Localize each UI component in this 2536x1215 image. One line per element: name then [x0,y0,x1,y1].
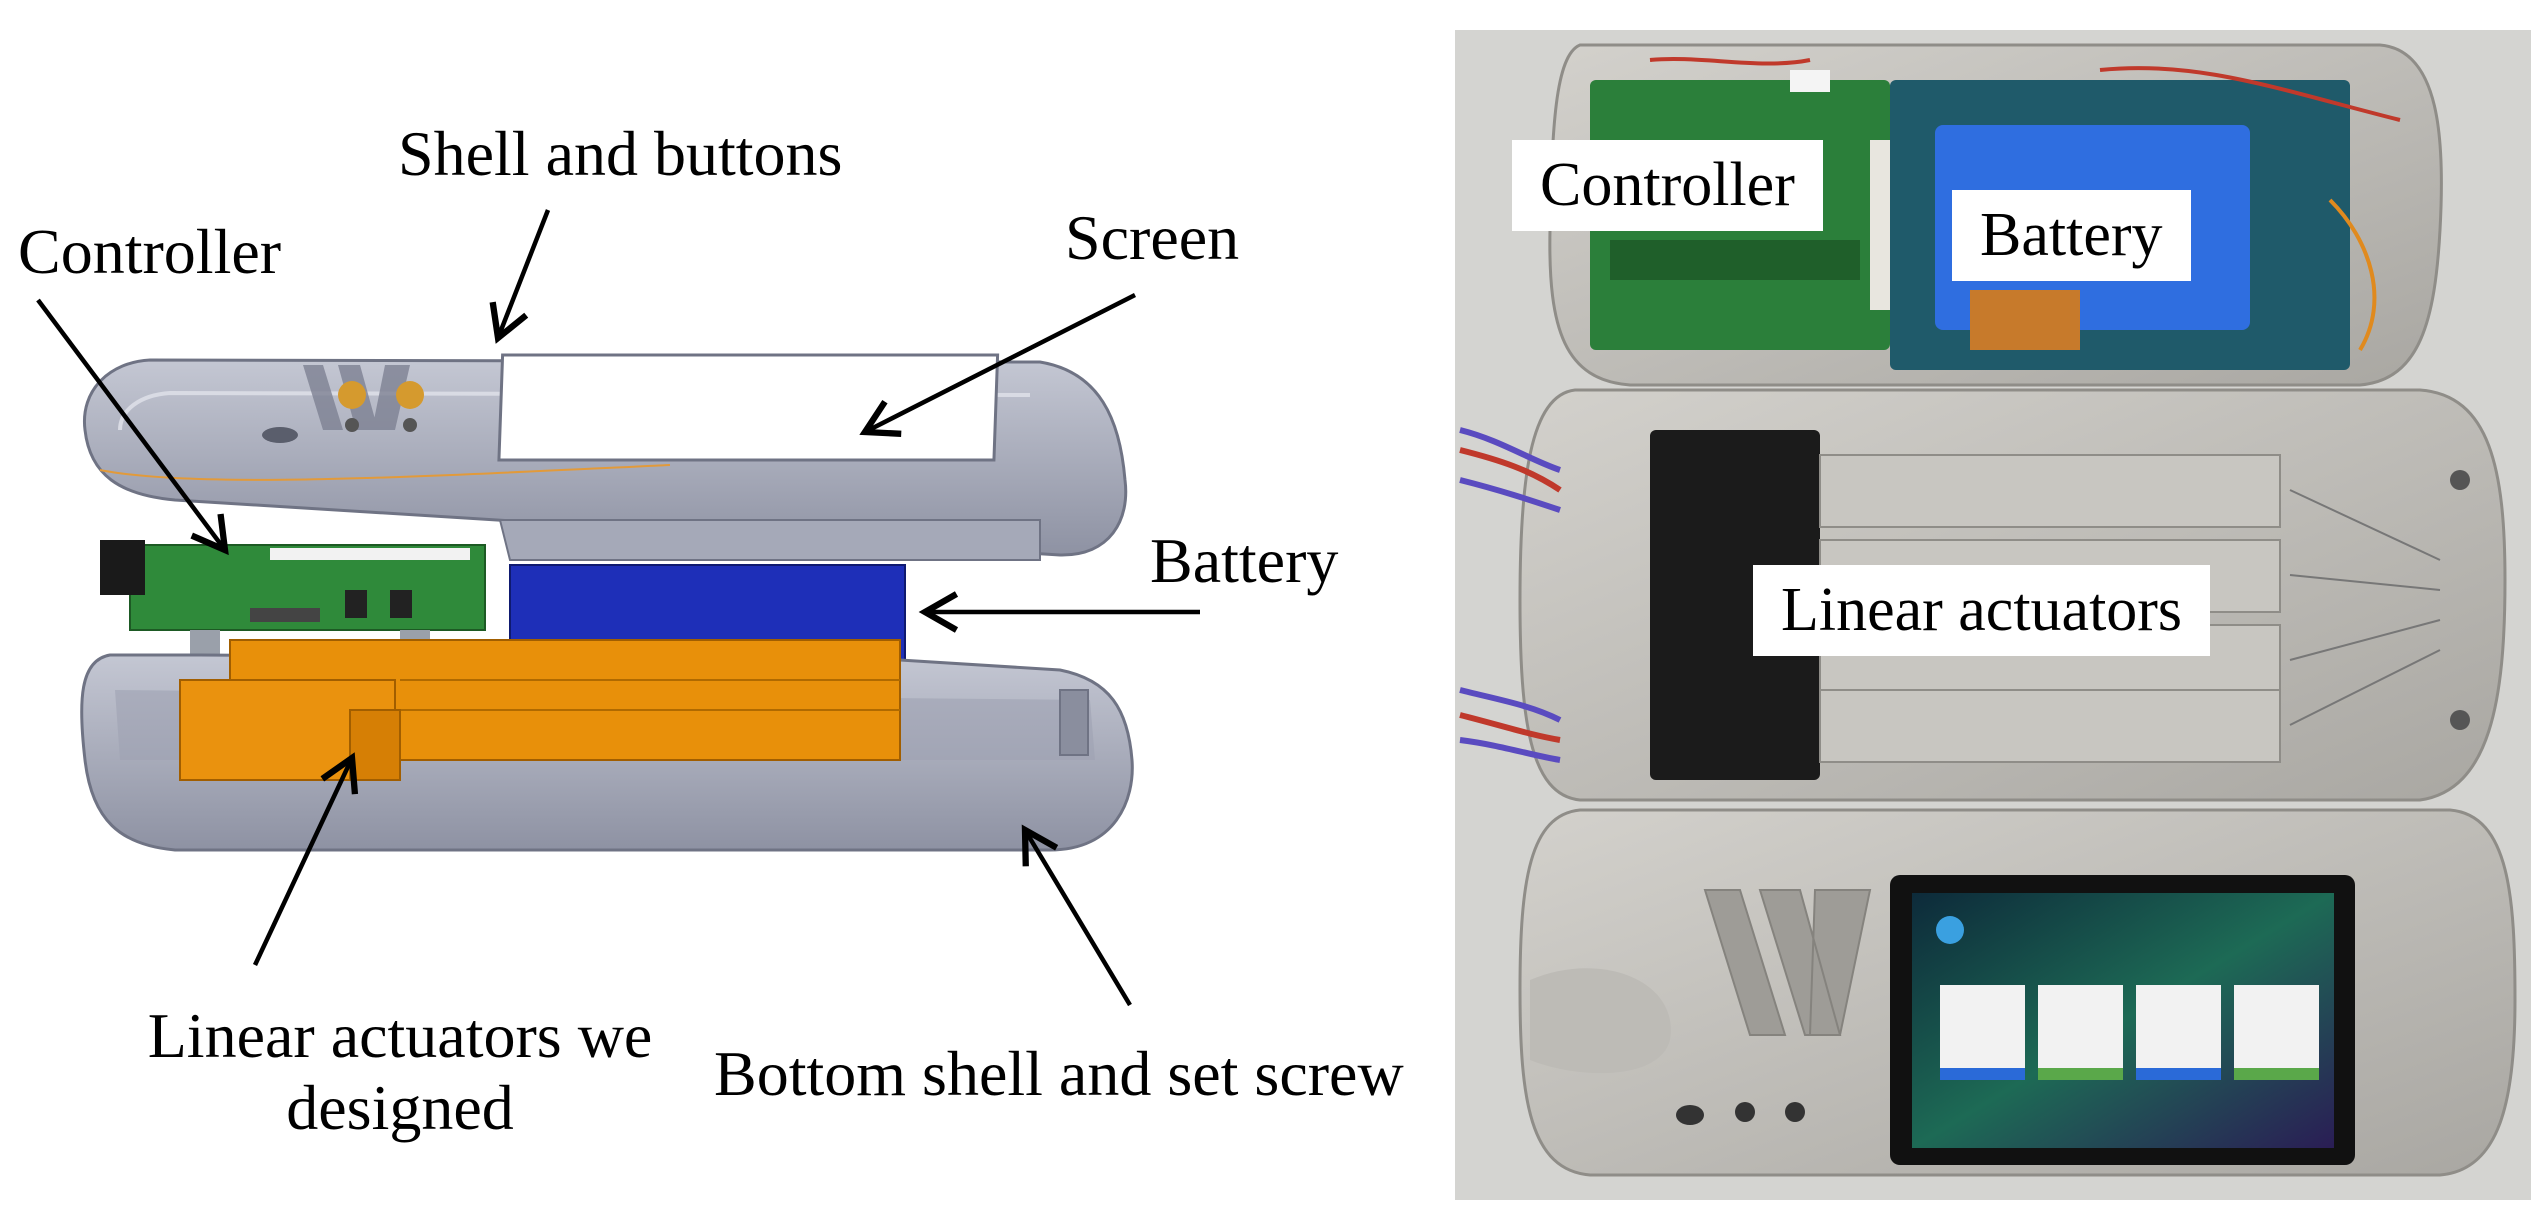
arrow-bottom-shell [1021,824,1132,1007]
cad-linear-actuators [179,639,901,781]
label-bottom-shell: Bottom shell and set screw [714,1038,1404,1109]
arrow-actuators [252,752,359,966]
photo-label-controller: Controller [1512,140,1823,232]
annotation-arrows [36,209,1200,1007]
label-screen: Screen [1065,202,1240,273]
label-linear-actuators-line2: designed [286,1071,514,1143]
arrow-screen [859,292,1137,437]
arrow-controller [36,298,229,556]
cad-top-shell [82,353,1128,561]
cad-exploded-view [80,353,1134,852]
photo-label-linear-actuators: Linear actuators [1753,565,2211,657]
photo-label-battery: Battery [1952,190,2191,282]
arrow-shell [489,209,551,344]
label-shell-and-buttons: Shell and buttons [398,118,843,189]
label-controller: Controller [18,216,282,287]
label-linear-actuators: Linear actuators we designed [120,1000,680,1143]
photo-screen-shell [1518,808,2517,1177]
label-battery: Battery [1150,525,1339,596]
label-linear-actuators-line1: Linear actuators we [147,1000,653,1071]
